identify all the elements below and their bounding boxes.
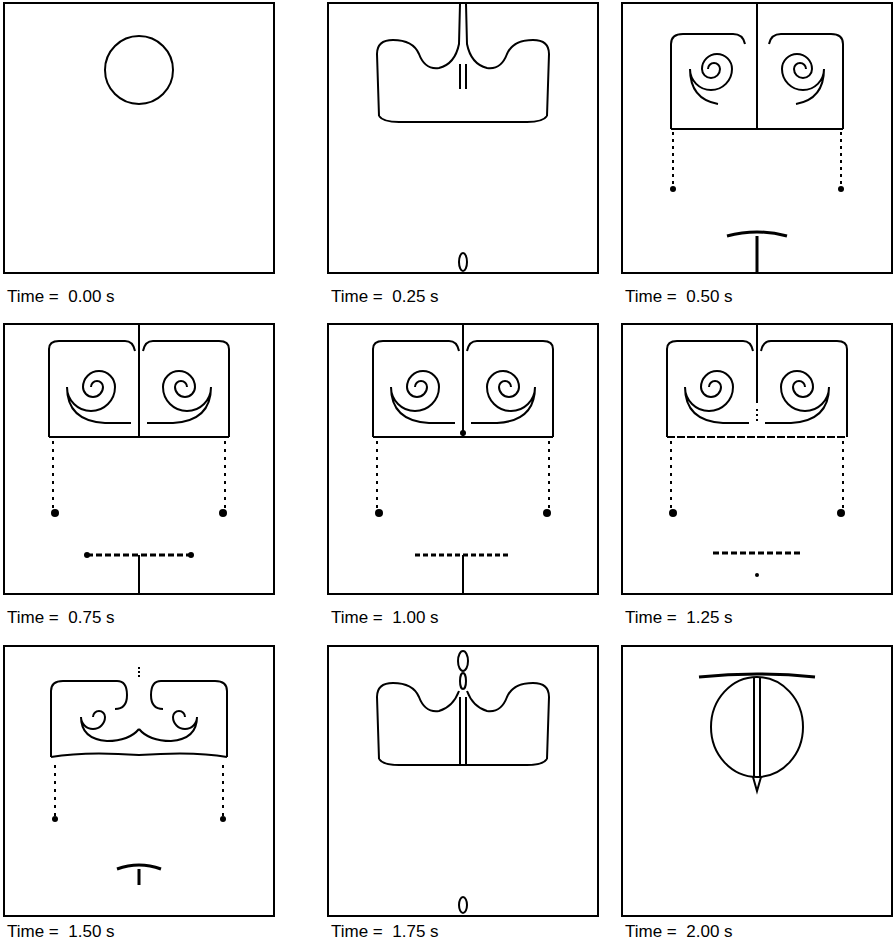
time-caption: Time = 0.75 s <box>7 608 115 628</box>
frame-panel <box>621 323 893 595</box>
time-caption: Time = 0.25 s <box>331 287 439 307</box>
time-caption: Time = 0.50 s <box>625 287 733 307</box>
drop-illustration <box>623 647 891 915</box>
drop-illustration <box>329 647 597 915</box>
time-caption: Time = 1.25 s <box>625 608 733 628</box>
time-caption: Time = 0.00 s <box>7 287 115 307</box>
time-caption: Time = 1.50 s <box>7 922 115 942</box>
frame-panel <box>327 645 599 917</box>
frame-panel <box>327 2 599 274</box>
time-caption: Time = 1.75 s <box>331 922 439 942</box>
frame-panel <box>3 2 275 274</box>
drop-illustration <box>5 4 273 272</box>
drop-illustration <box>623 325 891 593</box>
frame-panel <box>327 323 599 595</box>
drop-illustration <box>329 325 597 593</box>
time-caption: Time = 2.00 s <box>625 922 733 942</box>
drop-illustration <box>5 647 273 915</box>
drop-illustration <box>329 4 597 272</box>
frame-panel <box>621 2 893 274</box>
frame-panel <box>621 645 893 917</box>
time-caption: Time = 1.00 s <box>331 608 439 628</box>
frame-panel <box>3 323 275 595</box>
drop-illustration <box>5 325 273 593</box>
drop-illustration <box>623 4 891 272</box>
frame-panel <box>3 645 275 917</box>
